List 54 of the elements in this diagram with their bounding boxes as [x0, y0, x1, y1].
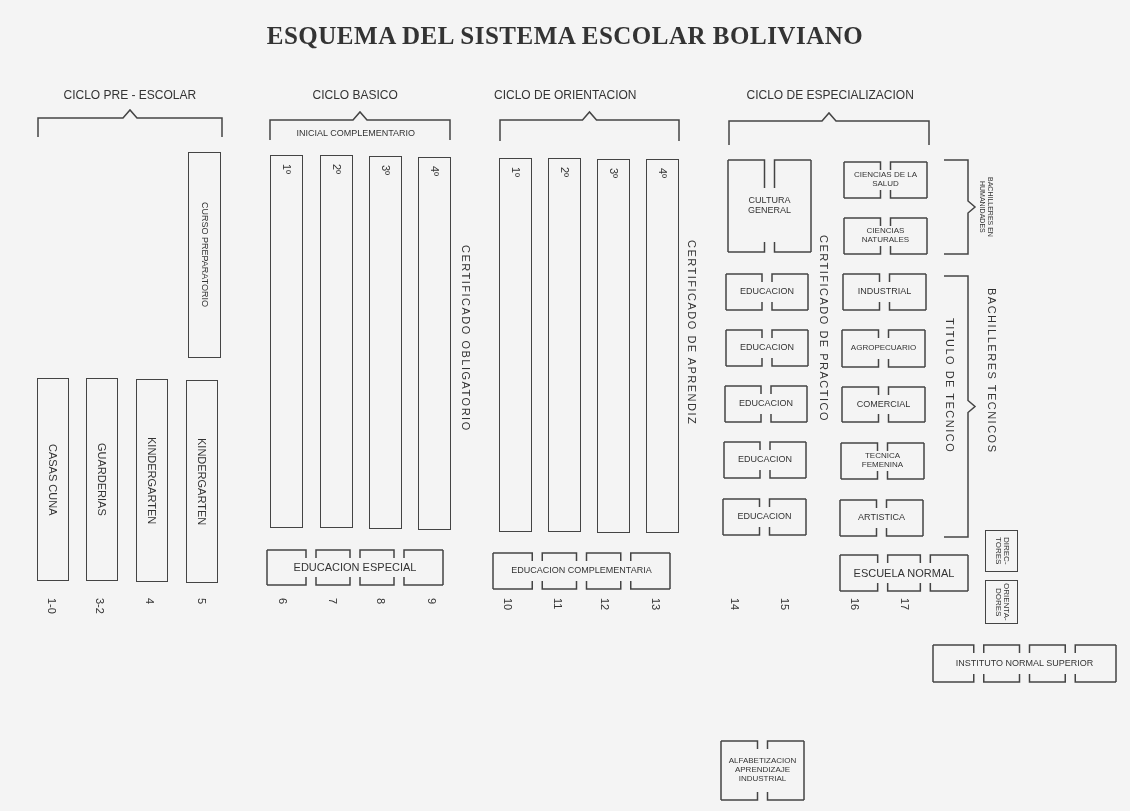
grade-bar: 1º [270, 155, 303, 528]
program-box: TECNICA FEMENINA [841, 443, 924, 479]
program-box: EDUCACION COMPLEMENTARIA [493, 553, 670, 589]
grade-bar: 3º [597, 159, 630, 533]
age-number: 3-2 [94, 598, 106, 614]
program-box: ALFABETIZACION APRENDIZAJE INDUSTRIAL [721, 741, 804, 800]
program-box: EDUCACION [724, 442, 806, 478]
program-box: ORIENTA- DORES [985, 580, 1018, 624]
grade-bar: 1º [499, 158, 532, 532]
section-heading: CICLO BASICO [312, 88, 398, 102]
age-number: 14 [729, 598, 741, 611]
program-box: DIREC- TORES [985, 530, 1018, 572]
program-box: EDUCACION [726, 330, 808, 366]
age-number: 7 [327, 598, 339, 605]
grade-bar: GUARDERIAS [86, 378, 118, 581]
grade-bar: KINDERGARTEN [136, 379, 168, 582]
age-number: 9 [426, 598, 438, 605]
program-box: INDUSTRIAL [843, 274, 926, 310]
program-box: ARTISTICA [840, 500, 923, 536]
age-number: 5 [196, 598, 208, 605]
program-box: COMERCIAL [842, 387, 925, 422]
grade-bar: CASAS CUNA [37, 378, 69, 581]
age-number: 4 [144, 598, 156, 605]
program-box: CULTURA GENERAL [728, 160, 811, 252]
age-number: 6 [277, 598, 289, 605]
program-box: EDUCACION [726, 274, 808, 310]
grade-bar: 2º [548, 158, 581, 532]
certificate-label: CERTIFICADO DE PRACTICO [818, 235, 830, 423]
grade-bar: 4º [646, 159, 679, 533]
program-box: CIENCIAS DE LA SALUD [844, 162, 927, 198]
program-box: INSTITUTO NORMAL SUPERIOR [933, 645, 1116, 682]
grade-bar: 4º [418, 157, 451, 530]
program-box: EDUCACION [723, 499, 806, 535]
section-heading: CICLO DE ORIENTACION [494, 88, 637, 102]
diagram-title: ESQUEMA DEL SISTEMA ESCOLAR BOLIVIANO [265, 22, 865, 50]
age-number: 15 [779, 598, 791, 611]
certificate-label: CERTIFICADO OBLIGATORIO [460, 245, 472, 432]
qualification-label: BACHILLERES TECNICOS [986, 288, 998, 454]
section-subheading: INICIAL COMPLEMENTARIO [296, 128, 416, 138]
program-box: EDUCACION [725, 386, 807, 422]
program-box: EDUCACION ESPECIAL [267, 550, 443, 585]
age-number: 1-0 [46, 598, 58, 614]
section-heading: CICLO DE ESPECIALIZACION [746, 88, 914, 102]
program-box: CIENCIAS NATURALES [844, 218, 927, 254]
grade-bar: KINDERGARTEN [186, 380, 218, 583]
grade-bar: CURSO PREPARATORIO [188, 152, 221, 358]
program-box: AGROPECUARIO [842, 330, 925, 367]
qualification-label: TITULO DE TECNICO [944, 318, 956, 454]
grade-bar: 3º [369, 156, 402, 529]
program-box: ESCUELA NORMAL [840, 555, 968, 591]
age-number: 8 [375, 598, 387, 605]
grade-bar: 2º [320, 155, 353, 528]
section-heading: CICLO PRE - ESCOLAR [63, 88, 197, 102]
certificate-label: CERTIFICADO DE APRENDIZ [686, 240, 698, 426]
